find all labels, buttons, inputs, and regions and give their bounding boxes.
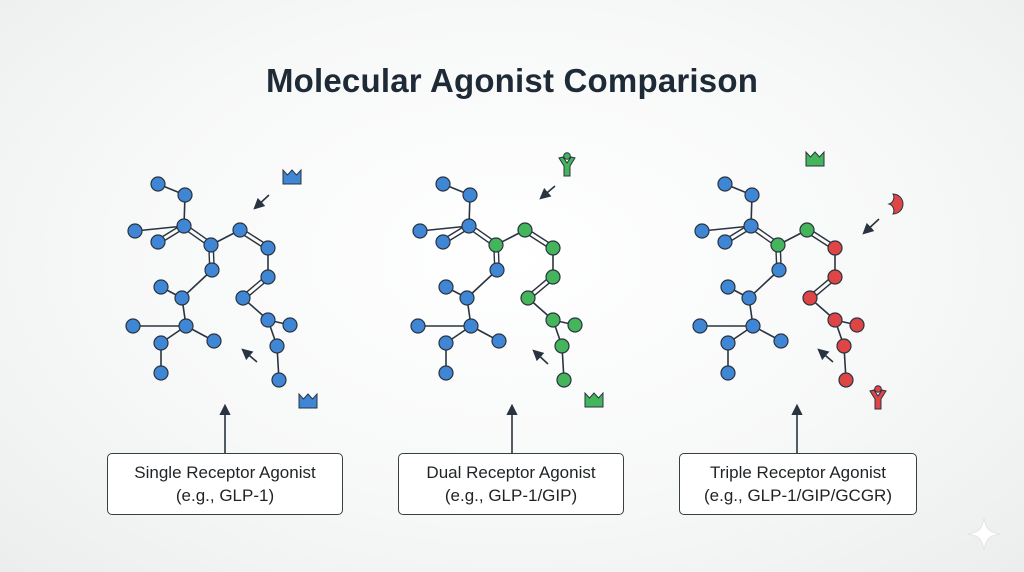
atom xyxy=(517,222,533,238)
atom xyxy=(438,279,454,295)
atom xyxy=(741,290,757,306)
atom xyxy=(545,269,561,285)
atom xyxy=(743,218,759,234)
atom xyxy=(177,187,193,203)
caption-dual: Dual Receptor Agonist (e.g., GLP-1/GIP) xyxy=(398,453,624,515)
atom xyxy=(827,312,843,328)
caption-triple: Triple Receptor Agonist (e.g., GLP-1/GIP… xyxy=(679,453,917,515)
bond xyxy=(134,225,185,232)
atom xyxy=(178,318,194,334)
receptor-y-icon xyxy=(869,385,887,410)
atom xyxy=(717,176,733,192)
caption-dual-example: (e.g., GLP-1/GIP) xyxy=(444,486,578,505)
atom xyxy=(260,269,276,285)
atom xyxy=(744,187,760,203)
atom xyxy=(720,365,736,381)
atom xyxy=(694,223,710,239)
atom xyxy=(462,187,478,203)
atom xyxy=(567,317,583,333)
binding-arrow xyxy=(817,348,834,363)
caption-single-example: (e.g., GLP-1) xyxy=(175,486,275,505)
atom xyxy=(827,240,843,256)
sparkle-icon xyxy=(967,517,1001,551)
atom xyxy=(410,318,426,334)
atom xyxy=(770,237,786,253)
atom xyxy=(802,290,818,306)
atom xyxy=(438,365,454,381)
atom xyxy=(520,290,536,306)
caption-single-title: Single Receptor Agonist xyxy=(134,463,316,482)
caption-triple-title: Triple Receptor Agonist xyxy=(709,463,887,482)
atom xyxy=(153,279,169,295)
atom xyxy=(235,290,251,306)
atom xyxy=(174,290,190,306)
atom xyxy=(720,279,736,295)
atom xyxy=(153,365,169,381)
atom xyxy=(461,218,477,234)
atom xyxy=(412,223,428,239)
atom xyxy=(459,290,475,306)
atom xyxy=(435,234,451,250)
molecule-dual xyxy=(410,176,583,388)
atom xyxy=(271,372,287,388)
atom xyxy=(489,262,505,278)
binding-arrow xyxy=(862,218,880,235)
binding-arrow xyxy=(532,349,549,365)
caption-triple-example: (e.g., GLP-1/GIP/GCGR) xyxy=(704,486,892,505)
atom xyxy=(771,262,787,278)
receptor-cup-icon xyxy=(805,150,825,167)
atom xyxy=(125,318,141,334)
atom xyxy=(827,269,843,285)
atom xyxy=(269,338,285,354)
atom xyxy=(838,372,854,388)
atom xyxy=(488,237,504,253)
atom xyxy=(545,240,561,256)
atom xyxy=(232,222,248,238)
atom xyxy=(153,335,169,351)
binding-arrow xyxy=(539,185,556,200)
atom xyxy=(150,176,166,192)
caption-single: Single Receptor Agonist (e.g., GLP-1) xyxy=(107,453,343,515)
atom xyxy=(204,262,220,278)
molecule-triple xyxy=(692,176,865,388)
binding-arrow xyxy=(241,348,258,363)
atom xyxy=(150,234,166,250)
atom xyxy=(463,318,479,334)
atom xyxy=(556,372,572,388)
atom xyxy=(435,176,451,192)
atom xyxy=(799,222,815,238)
atom xyxy=(717,234,733,250)
atom xyxy=(836,338,852,354)
caption-dual-title: Dual Receptor Agonist xyxy=(426,463,596,482)
atom xyxy=(438,335,454,351)
atom xyxy=(720,335,736,351)
atom xyxy=(127,223,143,239)
bond xyxy=(701,225,752,232)
atom xyxy=(176,218,192,234)
binding-arrow xyxy=(253,194,270,210)
molecule-single xyxy=(125,176,298,388)
atom xyxy=(206,333,222,349)
atom xyxy=(849,317,865,333)
atom xyxy=(260,312,276,328)
receptor-crescent-icon xyxy=(887,193,904,215)
receptor-cup-icon xyxy=(298,392,318,409)
page-title: Molecular Agonist Comparison xyxy=(265,62,759,99)
bond xyxy=(419,225,470,232)
atom xyxy=(545,312,561,328)
atom xyxy=(282,317,298,333)
atom xyxy=(260,240,276,256)
receptor-cup-icon xyxy=(282,168,302,185)
atom xyxy=(203,237,219,253)
atom xyxy=(692,318,708,334)
atom xyxy=(773,333,789,349)
receptor-y-icon xyxy=(558,152,576,177)
atom xyxy=(745,318,761,334)
atom xyxy=(491,333,507,349)
atom xyxy=(554,338,570,354)
receptor-cup-icon xyxy=(584,391,604,408)
